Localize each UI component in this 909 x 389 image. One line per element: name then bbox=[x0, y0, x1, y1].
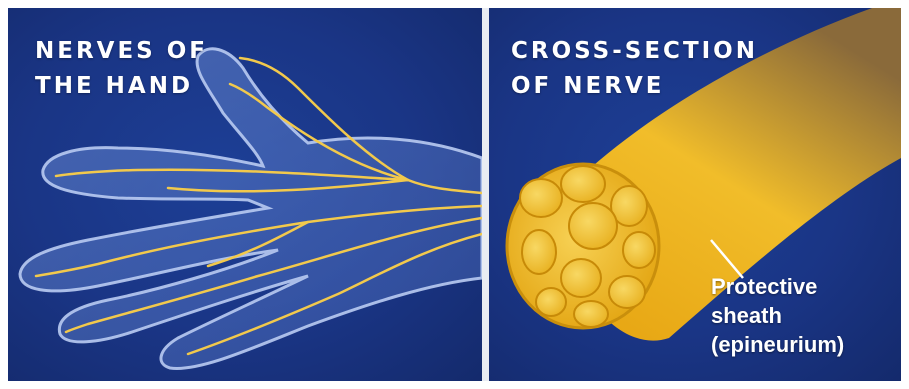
hand-title-line-1: NERVES OF bbox=[35, 34, 208, 69]
nerve-cross-section-panel: CROSS-SECTION OF NERVE Protective sheath… bbox=[489, 8, 901, 381]
hand-title-line-2: THE HAND bbox=[35, 69, 208, 104]
nerve-fascicles bbox=[520, 166, 655, 327]
sheath-label-line-3: (epineurium) bbox=[711, 330, 891, 359]
nerve-title-line-1: CROSS-SECTION bbox=[511, 34, 758, 69]
nerve-title-line-2: OF NERVE bbox=[511, 69, 758, 104]
hand-nerves-panel: NERVES OF THE HAND bbox=[8, 8, 482, 381]
hand-title: NERVES OF THE HAND bbox=[35, 34, 208, 104]
sheath-label-line-2: sheath bbox=[711, 301, 891, 330]
sheath-label: Protective sheath (epineurium) bbox=[711, 272, 891, 359]
nerve-title: CROSS-SECTION OF NERVE bbox=[511, 34, 758, 104]
sheath-label-line-1: Protective bbox=[711, 272, 891, 301]
panel-divider bbox=[482, 8, 489, 381]
